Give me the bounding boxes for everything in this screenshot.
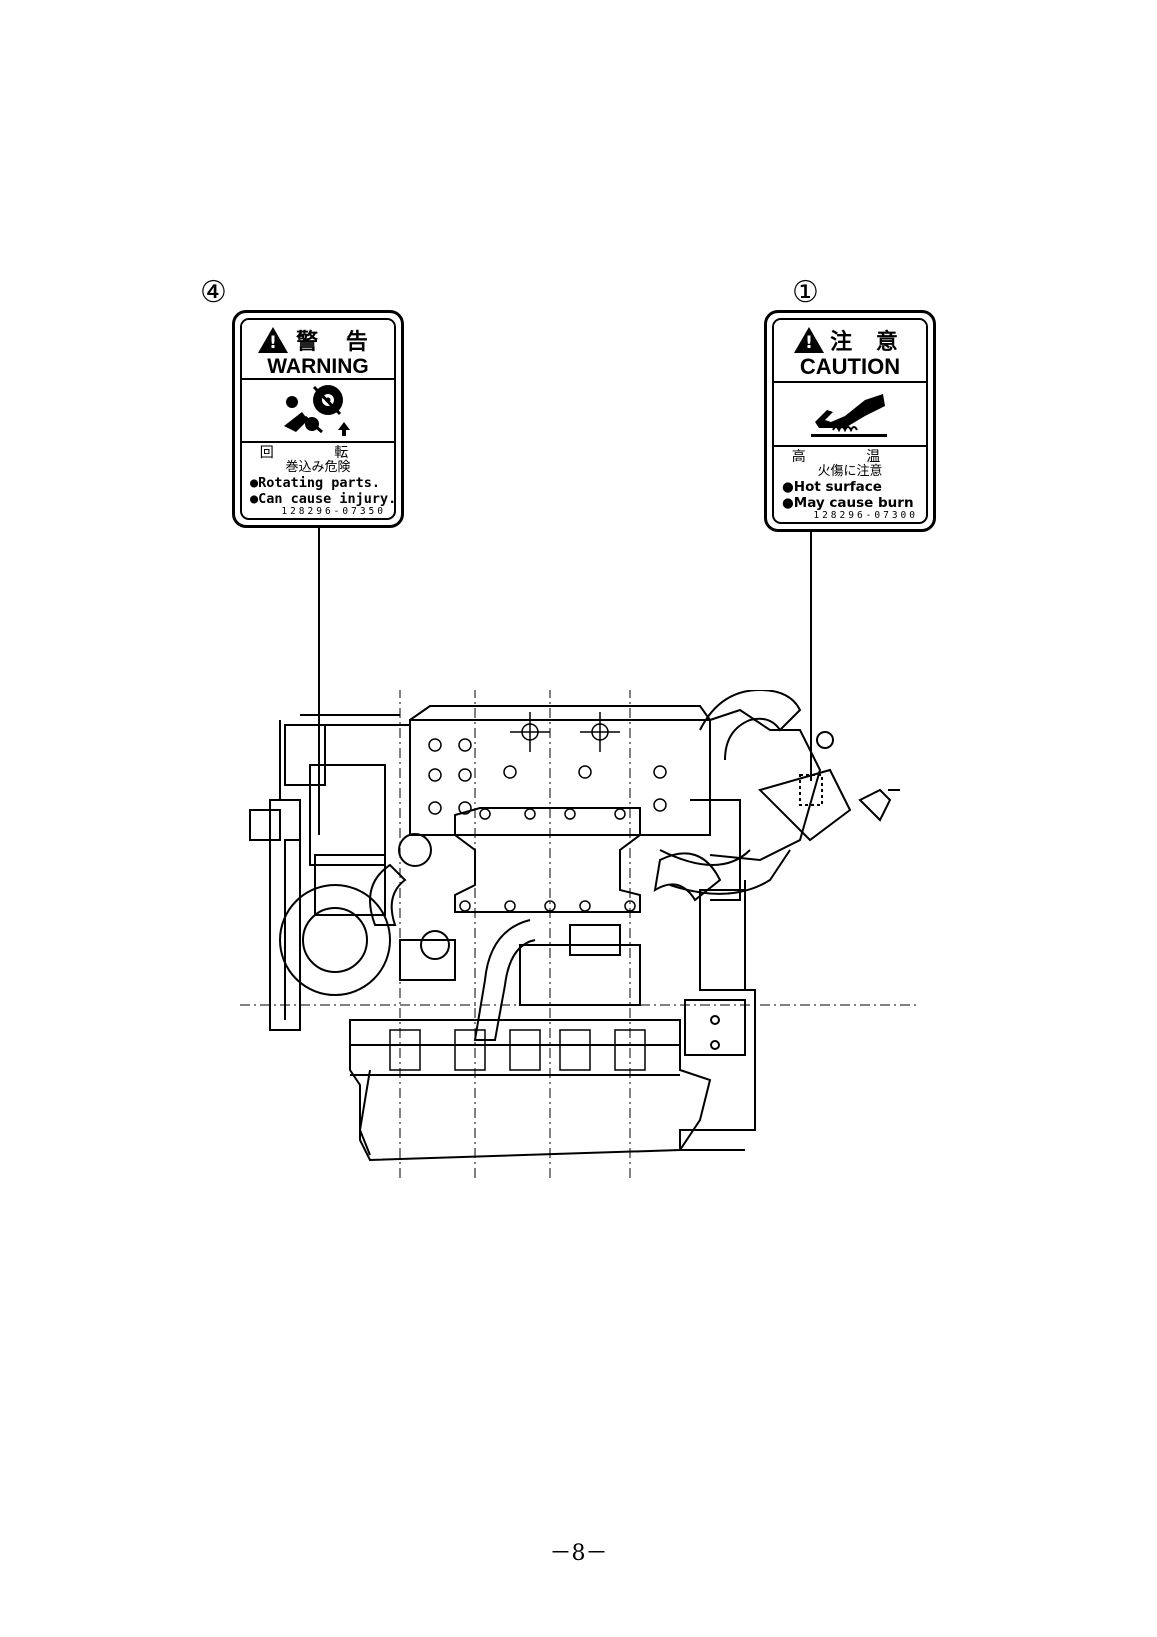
caution-leader-line	[810, 531, 812, 781]
warning-leader-line	[318, 527, 320, 835]
caution-label-text: 高 温 火傷に注意 ●Hot surface ●May cause burn 1…	[774, 447, 926, 522]
caution-en-line1: ●Hot surface	[782, 479, 882, 496]
caution-jp-line1: 高 温	[791, 449, 909, 466]
warning-title: WARNING	[267, 355, 369, 378]
warning-label-header: 警 告 WARNING	[242, 320, 394, 380]
caution-title: CAUTION	[799, 354, 901, 379]
warning-en-line2: ●Can cause injury.	[250, 490, 396, 507]
warning-label: 警 告 WARNING 回 転 巻込み危険 ●Rotating parts. ●…	[232, 310, 404, 528]
warning-triangle-icon	[258, 327, 289, 353]
caution-label: 注 意 CAUTION 高 温 火傷に注意 ●Hot surface ●May …	[764, 310, 936, 532]
engine-side-view-drawing	[240, 690, 920, 1180]
warning-jp-line2: 巻込み危険	[285, 460, 351, 476]
warning-part-code: 128296-07350	[281, 506, 386, 518]
caution-jp-title: 注 意	[830, 330, 906, 355]
caution-en-line2: ●May cause burn	[782, 494, 914, 511]
caution-triangle-icon	[794, 327, 825, 353]
warning-en-line1: ●Rotating parts.	[250, 475, 381, 492]
callout-number-caution: ①	[792, 275, 819, 310]
warning-jp-title: 警 告	[296, 330, 378, 355]
caution-part-code: 128296-07300	[813, 510, 918, 522]
caution-label-header: 注 意 CAUTION	[774, 320, 926, 383]
hot-surface-hand-icon	[774, 383, 926, 448]
page-number: －8－	[549, 1541, 608, 1566]
warning-jp-line1: 回 転	[259, 445, 377, 462]
warning-label-text: 回 転 巻込み危険 ●Rotating parts. ●Can cause in…	[242, 443, 394, 518]
caution-jp-line2: 火傷に注意	[817, 464, 883, 480]
callout-number-warning: ④	[200, 275, 227, 310]
rotating-parts-hand-icon	[242, 380, 394, 444]
